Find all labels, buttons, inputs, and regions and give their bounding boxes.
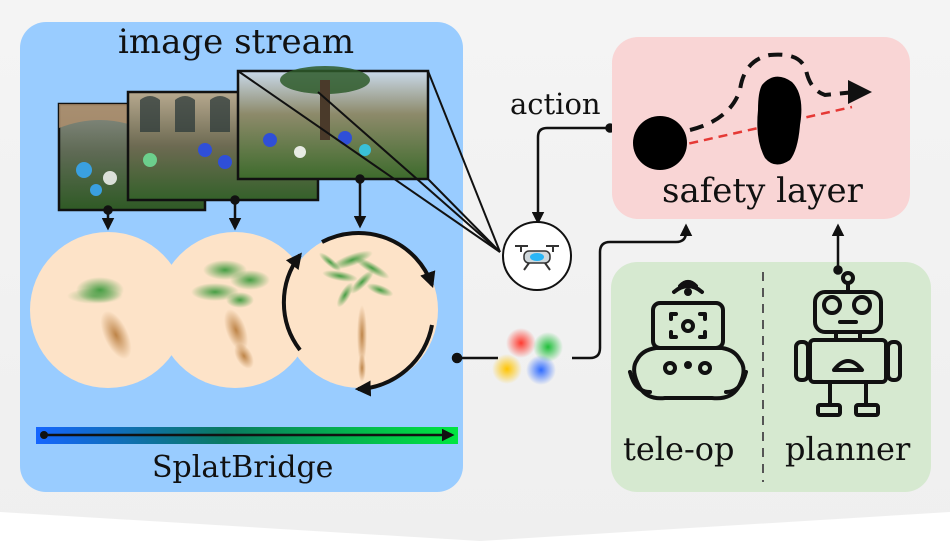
- image-stream-title: image stream: [118, 22, 355, 62]
- drone-icon: [502, 221, 572, 291]
- image-frame-3: [236, 66, 430, 181]
- splatbridge-label: SplatBridge: [152, 450, 334, 485]
- planner-to-safety-arrow: [831, 223, 845, 275]
- action-label: action: [510, 87, 601, 121]
- splat-to-safety-connector: [451, 223, 693, 364]
- splat-disc-2: [157, 232, 313, 388]
- gaussian-splats-icon: [492, 328, 563, 385]
- tele-op-label: tele-op: [623, 430, 735, 468]
- safety-trajectory-illustration: [633, 52, 872, 170]
- robot-icon: [794, 271, 902, 417]
- game-controller-icon: [628, 280, 748, 401]
- operator-panel: [611, 262, 931, 492]
- splatbridge-progress-bar: [36, 427, 458, 444]
- splat-disc-3: [281, 231, 438, 397]
- planner-label: planner: [785, 430, 911, 468]
- camera-frustum-lines: [237, 70, 501, 253]
- frame-to-splat-arrows: [101, 174, 367, 231]
- splat-disc-1: [30, 232, 186, 388]
- safety-layer-label: safety layer: [662, 171, 863, 211]
